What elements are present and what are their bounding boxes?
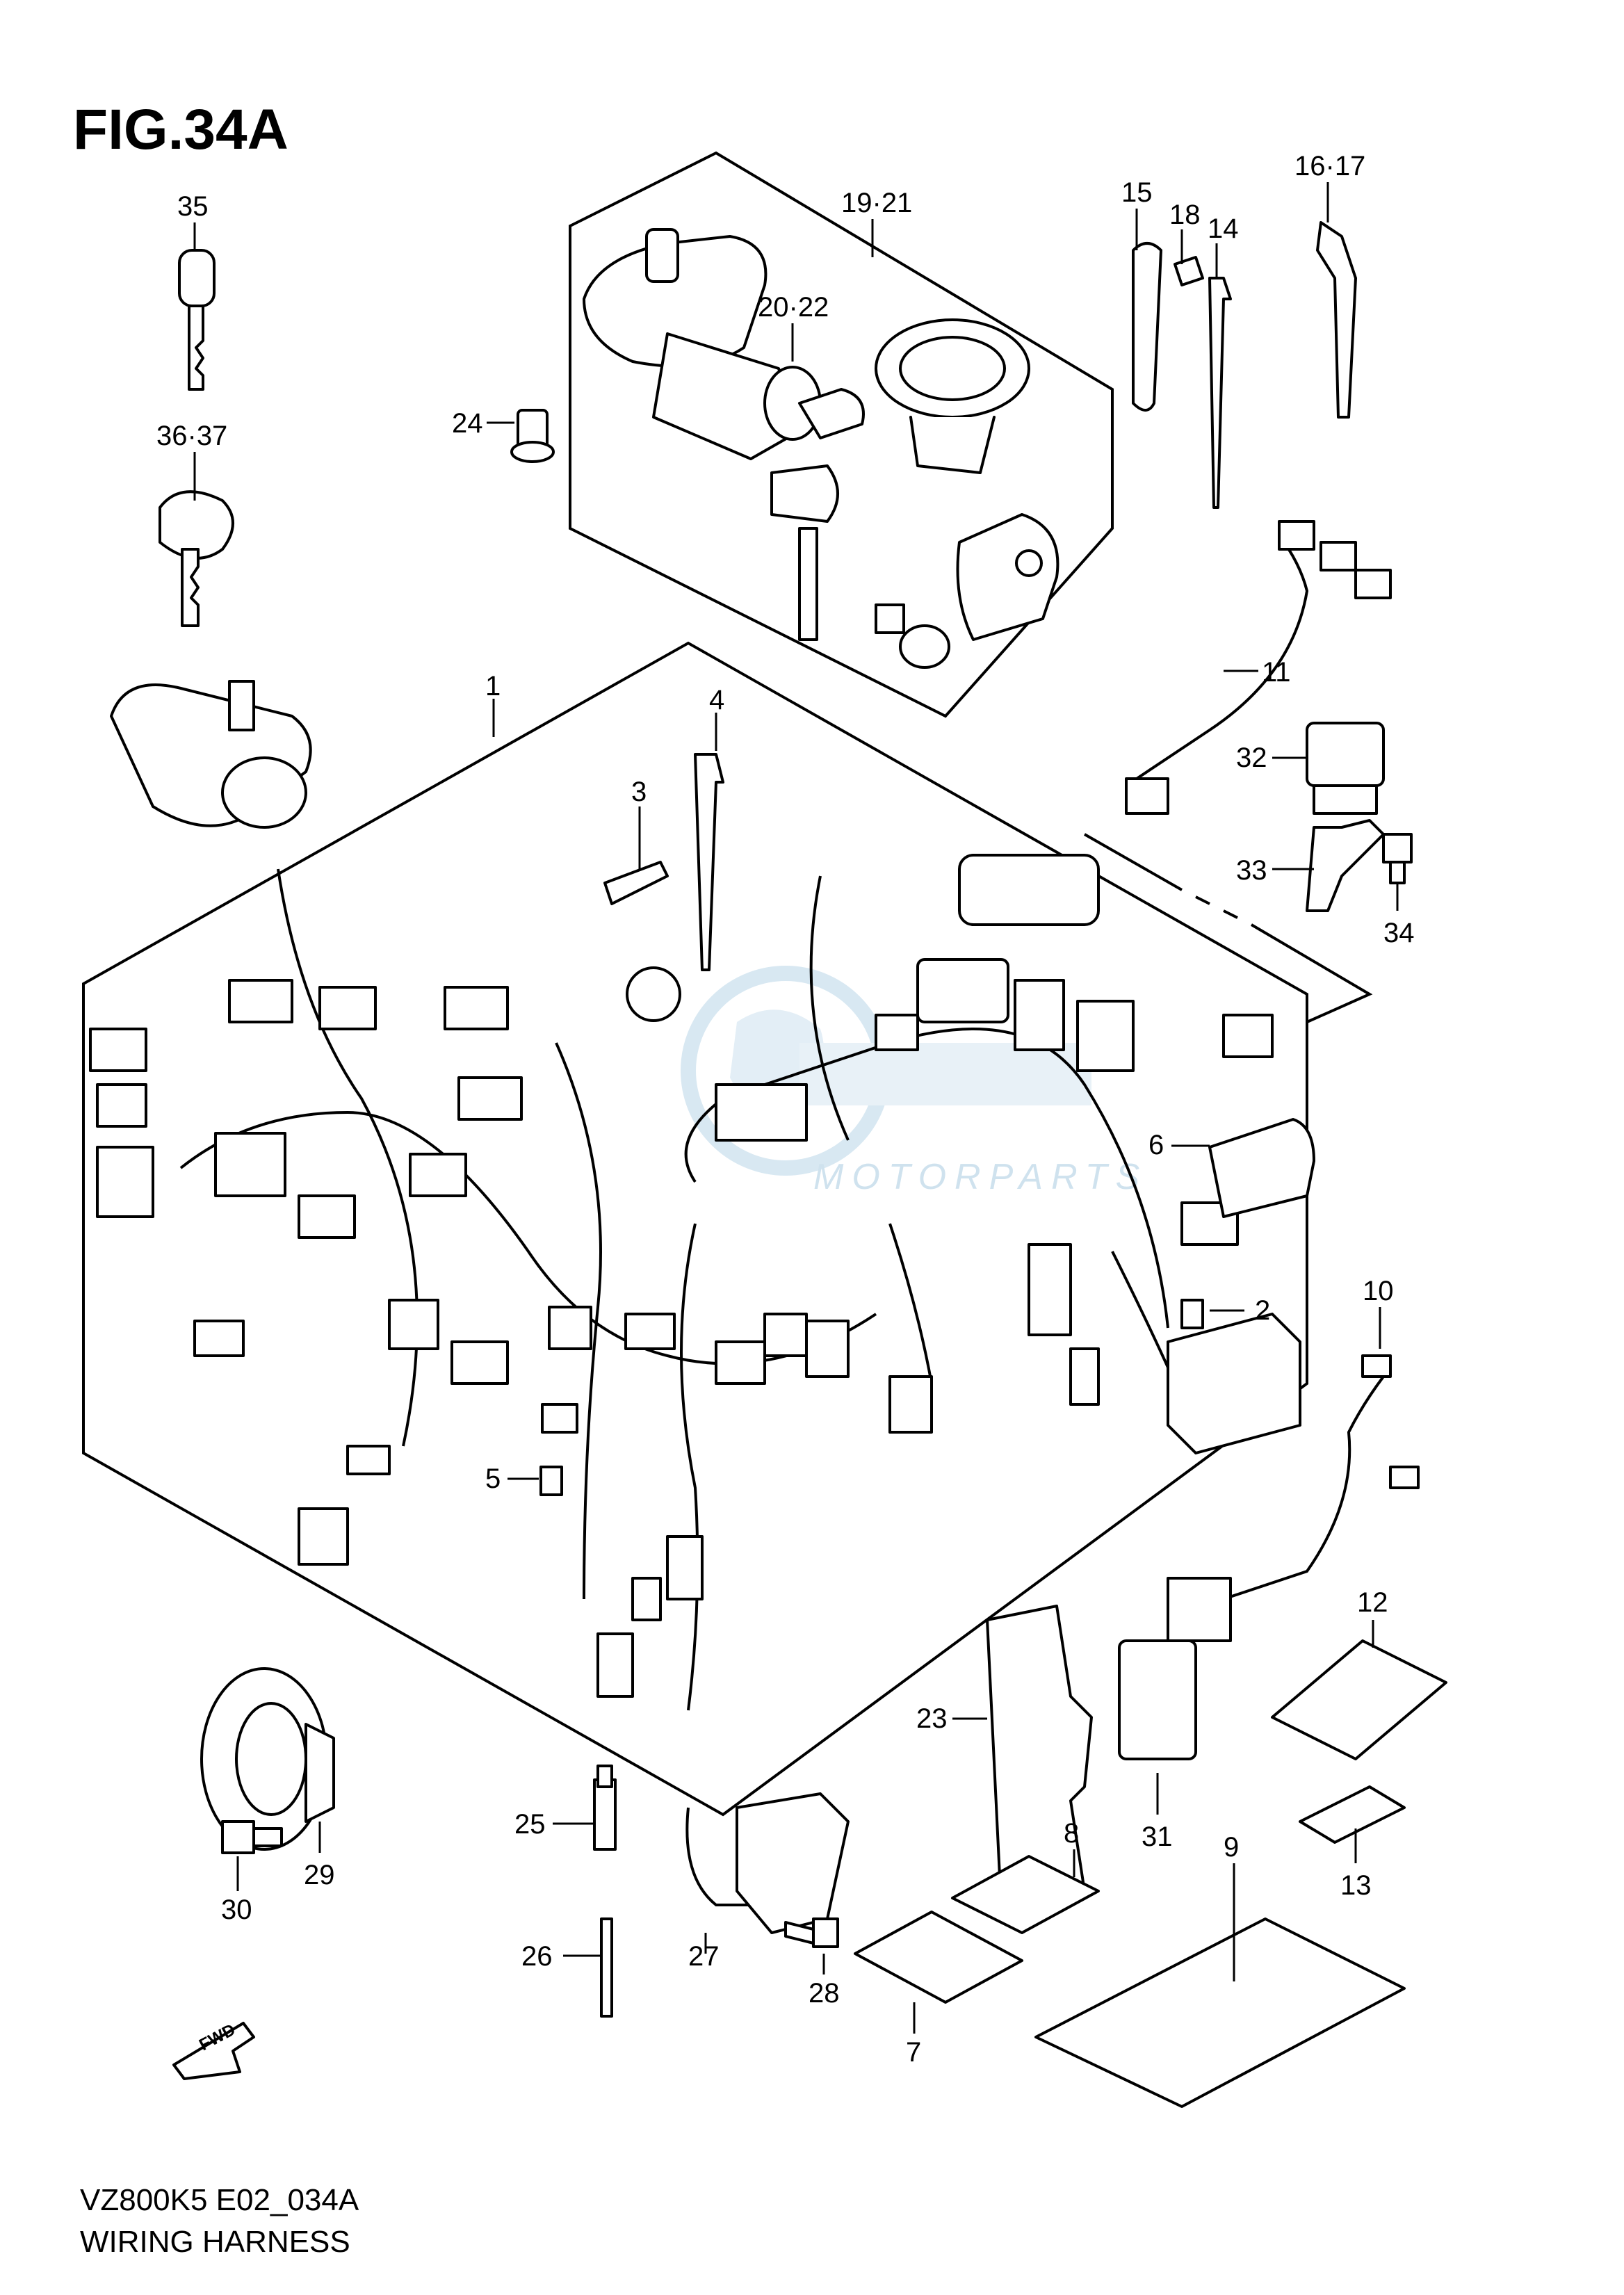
clip-3 — [603, 861, 669, 905]
lock-cap — [956, 513, 1059, 641]
callout-3: 3 — [631, 777, 647, 807]
harness-frame — [82, 641, 1308, 1817]
switch-25 — [593, 1765, 617, 1851]
ignition-set-frame — [569, 151, 1114, 718]
cable-tie-4 — [694, 753, 724, 971]
callout-34: 34 — [1383, 918, 1415, 948]
screw-24 — [510, 409, 555, 463]
fwd-arrow-icon: FWD — [172, 2020, 255, 2080]
figure-name: WIRING HARNESS — [80, 2225, 350, 2259]
callout-15: 15 — [1121, 177, 1153, 208]
sheet-12 — [1271, 1639, 1447, 1760]
callout-25: 25 — [514, 1809, 546, 1840]
horn-29 — [200, 1667, 335, 1851]
sub-harness-11 — [1125, 520, 1392, 815]
callout-30: 30 — [221, 1895, 252, 1925]
callout-8: 8 — [1064, 1818, 1079, 1849]
callout-11: 11 — [1262, 657, 1291, 688]
ignition-switch — [583, 228, 865, 641]
relay-frame-line — [1084, 833, 1183, 891]
callout-24: 24 — [452, 408, 483, 439]
callout-27: 27 — [688, 1941, 720, 1972]
seat-lock — [875, 318, 1030, 474]
callout-14: 14 — [1208, 213, 1239, 244]
figure-title: FIG.34A — [73, 98, 289, 161]
callout-20-22: 20·22 — [758, 292, 829, 323]
bolt-30 — [221, 1820, 283, 1854]
sheet-9 — [1034, 1917, 1406, 2108]
callout-19-21: 19·21 — [841, 188, 912, 218]
sheet-7 — [854, 1911, 1023, 2004]
leader-lines — [193, 182, 1399, 2034]
callout-35: 35 — [177, 191, 209, 222]
callout-6: 6 — [1148, 1130, 1164, 1160]
callout-26: 26 — [521, 1941, 553, 1972]
callout-28: 28 — [809, 1978, 840, 2009]
callout-18: 18 — [1169, 200, 1201, 230]
relay-32 — [1306, 722, 1385, 815]
key-35 — [178, 249, 216, 391]
callout-33: 33 — [1236, 855, 1267, 886]
callout-31: 31 — [1142, 1822, 1173, 1852]
bolt-34 — [1382, 833, 1413, 884]
relay-31 — [1118, 1639, 1197, 1760]
callout-12: 12 — [1357, 1587, 1388, 1618]
callout-13: 13 — [1340, 1870, 1372, 1901]
screw-18 — [1174, 256, 1204, 286]
callout-32: 32 — [1236, 743, 1267, 773]
fuse-box — [1167, 1313, 1301, 1454]
fuse-2 — [1180, 1299, 1204, 1329]
cap-6 — [1208, 1118, 1315, 1218]
key-36-37 — [159, 490, 234, 627]
ignition-switch-assembly — [110, 680, 312, 829]
sheet-13 — [1299, 1785, 1406, 1844]
bracket-33 — [1306, 819, 1385, 912]
spring-26 — [600, 1917, 613, 2018]
callout-16-17: 16·17 — [1294, 151, 1365, 181]
main-harness-cables — [179, 868, 1197, 1711]
callout-29: 29 — [304, 1860, 335, 1890]
callout-labels: 35 36·37 19·21 20·22 24 15 18 14 16·17 1… — [156, 151, 1415, 2068]
fuse-5 — [539, 1466, 563, 1496]
callout-23: 23 — [916, 1703, 948, 1734]
sheet-8 — [951, 1855, 1100, 1934]
sensor-27 — [685, 1792, 850, 1934]
callout-4: 4 — [709, 685, 724, 715]
callout-1: 1 — [485, 671, 501, 702]
sub-harness-10 — [1167, 1354, 1420, 1642]
watermark-text: MOTORPARTS — [813, 1157, 1148, 1197]
callout-10: 10 — [1363, 1276, 1394, 1306]
cable-tie-14 — [1208, 277, 1232, 509]
cable-tie-16-17 — [1316, 221, 1357, 419]
bolt-28 — [784, 1917, 839, 1948]
callout-9: 9 — [1224, 1832, 1239, 1863]
harness-connectors — [89, 854, 1274, 1698]
figure-model-code: VZ800K5 E02_034A — [80, 2183, 359, 2217]
callout-2: 2 — [1255, 1295, 1270, 1326]
callout-5: 5 — [485, 1463, 501, 1494]
clamp-15 — [1132, 242, 1162, 412]
callout-7: 7 — [906, 2037, 921, 2068]
lock-cylinder — [875, 603, 950, 669]
callout-36-37: 36·37 — [156, 421, 227, 451]
